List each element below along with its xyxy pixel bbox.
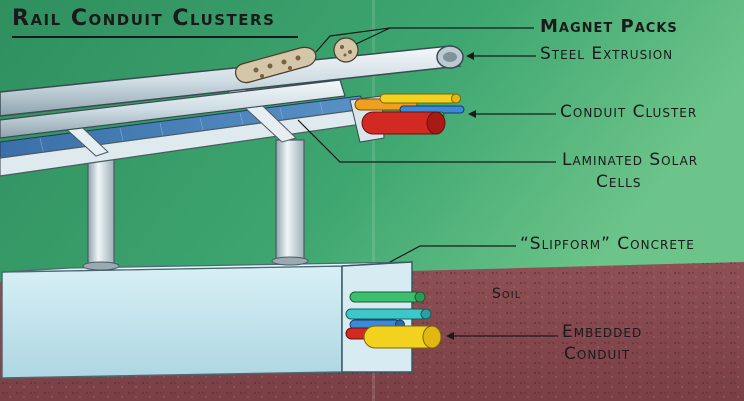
embedded-conduit-cyan: [345, 308, 427, 320]
embedded-conduits: [345, 291, 442, 349]
arrowhead-embedded: [446, 332, 454, 340]
label-soil: Soil: [492, 286, 522, 302]
label-steel-extrusion: Steel Extrusion: [540, 44, 674, 64]
leader-slipform: [389, 245, 516, 263]
support-post-left: [87, 149, 115, 269]
arrowhead-conduit-cluster: [468, 110, 476, 118]
leader-magnet-packs-2: [315, 27, 391, 53]
paper-fold: [372, 0, 375, 401]
leader-solar-cells: [297, 119, 556, 163]
label-embedded-conduit-line1: Embedded: [562, 322, 643, 342]
label-solar-cells-line1: Laminated Solar: [562, 150, 699, 170]
conduit-yellow-a: [379, 93, 457, 104]
label-slipform-concrete: “Slipform” Concrete: [520, 234, 695, 254]
title-underline: [12, 36, 298, 38]
label-solar-cells-line2: Cells: [596, 172, 642, 192]
concrete-slab-front: [1, 265, 343, 379]
steel-extrusion-lower: [0, 79, 346, 139]
arrowhead-steel: [466, 52, 474, 60]
diagram-title: Rail Conduit Clusters: [12, 6, 276, 31]
label-conduit-cluster: Conduit Cluster: [560, 102, 698, 122]
magnet-pack-disc: [333, 37, 359, 63]
conduit-cluster: [349, 93, 465, 143]
magnet-packs: [234, 37, 359, 84]
label-embedded-conduit-line2: Conduit: [564, 344, 631, 364]
embedded-conduit-green: [349, 291, 421, 303]
label-magnet-packs: Magnet Packs: [540, 16, 678, 37]
support-post-right: [275, 139, 305, 263]
